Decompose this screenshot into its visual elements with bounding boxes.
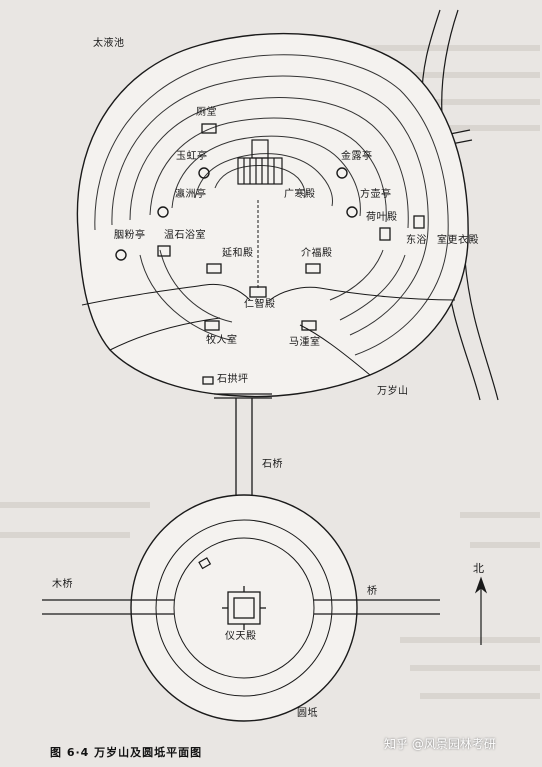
label-yitiandian: 仪天殿: [225, 631, 257, 642]
label-dongyu: 东浴: [406, 235, 427, 246]
label-shigongping: 石拱坪: [217, 374, 249, 385]
yuantuo-island: [130, 494, 358, 722]
yanfenting-pavilion: [115, 249, 127, 261]
label-wenshiyushi: 温石浴室: [164, 230, 206, 241]
yuhongting-pavilion: [198, 167, 210, 179]
guanghandian-building: [237, 139, 283, 185]
watermark: 知乎 @风景园林考研: [384, 737, 496, 751]
label-muqiao: 木桥: [52, 579, 73, 590]
figure-caption: 图 6·4 万岁山及圆坻平面图: [50, 746, 203, 759]
cetang-building: [201, 123, 217, 134]
muren-building: [204, 320, 220, 331]
label-taiyechi: 太液池: [93, 38, 125, 49]
west-east-bridges: [42, 599, 440, 615]
label-wansuishan: 万岁山: [377, 386, 409, 397]
shigongping-building: [202, 376, 214, 385]
yuantuo-small-structure: [198, 557, 212, 570]
island-paths: [81, 200, 456, 376]
label-yuhongting: 玉虹亭: [176, 151, 208, 162]
jiefudian-building: [305, 263, 321, 274]
contour-lines: [94, 54, 449, 356]
dongyu-building: [413, 215, 425, 229]
label-renzhidian: 仁智殿: [244, 299, 276, 310]
wenshiyushi-building: [157, 245, 171, 257]
island-south-steps: [214, 393, 272, 399]
label-shigengyidian: 室更衣殿: [437, 235, 479, 246]
jinluting-pavilion: [336, 167, 348, 179]
label-yingzhouting: 瀛洲亭: [175, 189, 207, 200]
label-bei: 北: [473, 562, 485, 575]
label-cetang: 厕堂: [196, 107, 217, 118]
yingzhouting-pavilion: [157, 206, 169, 218]
yanhedian-building: [206, 263, 222, 274]
heyedian-building: [379, 227, 391, 241]
madou-building: [301, 320, 317, 331]
label-fanghuting: 方壶亭: [360, 189, 392, 200]
label-yanfenting: 胭粉亭: [114, 230, 146, 241]
small-buildings: [157, 123, 425, 385]
label-madoushi: 马湩室: [289, 337, 321, 348]
label-heyedian: 荷叶殿: [366, 212, 398, 223]
north-arrow-icon: [474, 576, 488, 645]
wansuishan-island-outline: [76, 32, 469, 398]
label-shiqiao: 石桥: [262, 459, 283, 470]
pavilions: [115, 167, 358, 261]
label-jiefudian: 介福殿: [301, 248, 333, 259]
fanghuting-pavilion: [346, 206, 358, 218]
label-muren-shi: 牧人室: [206, 335, 238, 346]
renzhidian-building: [249, 286, 267, 298]
yitiandian-building: [222, 586, 266, 630]
label-jinluting: 金露亭: [341, 151, 373, 162]
label-guanghandian: 广寒殿: [284, 189, 316, 200]
label-qiao: 桥: [367, 586, 378, 597]
label-yuantuo: 圆坻: [297, 708, 318, 719]
label-yanhedian: 延和殿: [222, 248, 254, 259]
